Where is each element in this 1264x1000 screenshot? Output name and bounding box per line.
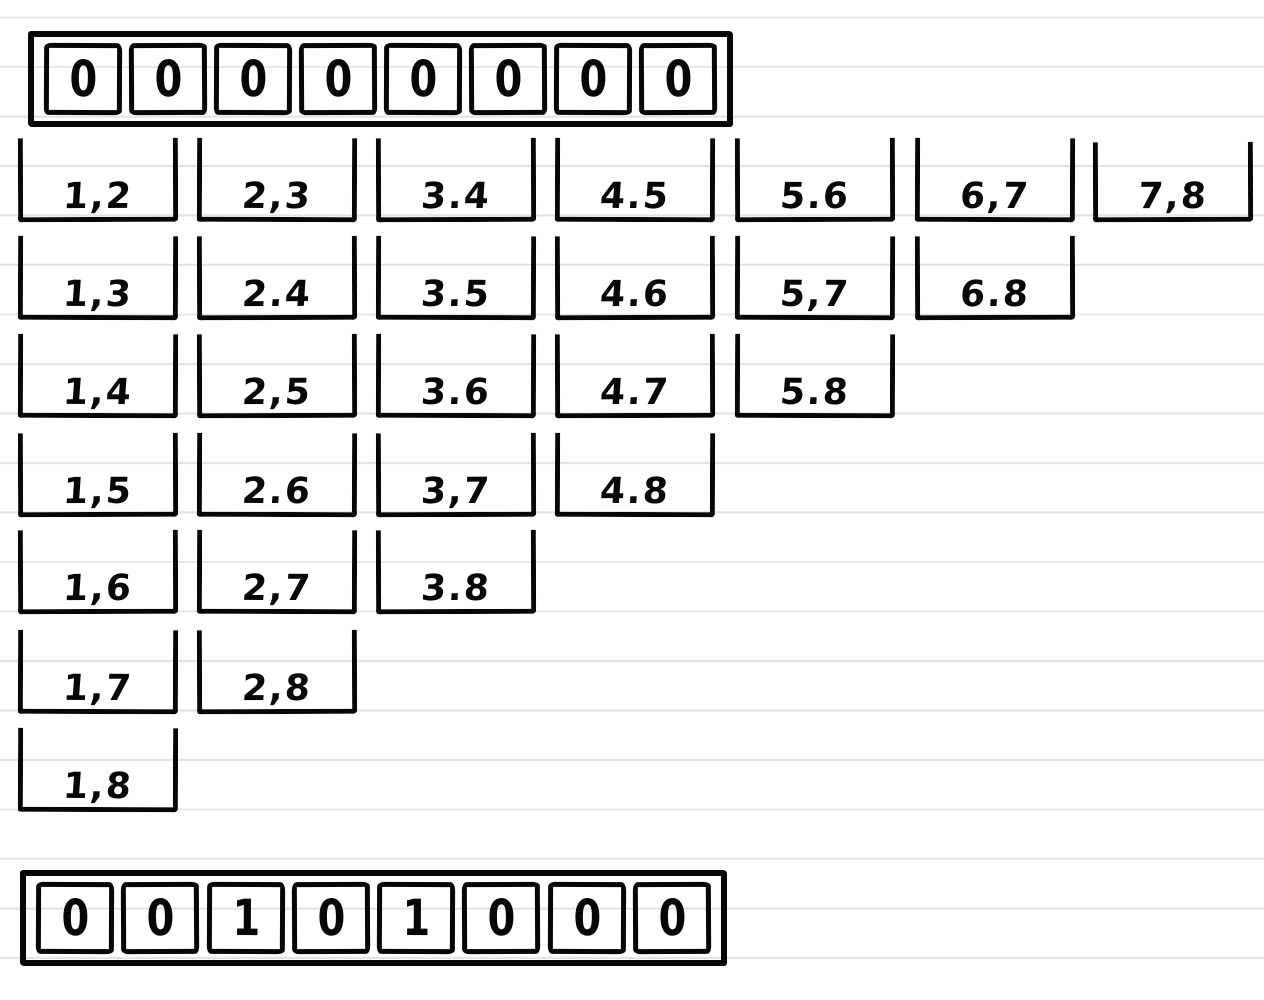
pair-label: 1,6 bbox=[61, 568, 135, 610]
bit-cell: 0 bbox=[638, 42, 718, 116]
bit-value: 0 bbox=[572, 888, 601, 948]
pair-bucket-4-7: 4.7 bbox=[554, 333, 716, 419]
bit-value: 0 bbox=[238, 49, 268, 109]
pair-bucket-4-6: 4.6 bbox=[554, 235, 716, 321]
bit-cell: 0 bbox=[128, 42, 208, 116]
pair-bucket-3-5: 3.5 bbox=[375, 235, 537, 321]
bit-value: 0 bbox=[578, 49, 608, 109]
pair-bucket-2-3: 2,3 bbox=[196, 137, 358, 223]
pair-bucket-5-6: 5.6 bbox=[734, 137, 896, 223]
pair-label: 7,8 bbox=[1136, 176, 1210, 218]
bit-value: 1 bbox=[402, 888, 431, 948]
pair-bucket-1-6: 1,6 bbox=[17, 529, 179, 615]
bit-value: 0 bbox=[663, 49, 693, 109]
pair-label: 2,3 bbox=[240, 176, 314, 218]
pair-label: 5,7 bbox=[778, 274, 852, 316]
bit-cell: 0 bbox=[383, 42, 463, 116]
pair-label: 3.4 bbox=[419, 176, 493, 218]
pair-bucket-3-8: 3.8 bbox=[375, 529, 537, 615]
pair-bucket-3-4: 3.4 bbox=[375, 137, 537, 223]
pair-bucket-5-8: 5.8 bbox=[734, 333, 896, 419]
pair-label: 5.6 bbox=[778, 176, 852, 218]
bit-value: 0 bbox=[408, 49, 438, 109]
bottom-bit-array: 0 0 1 0 1 0 0 0 bbox=[20, 870, 727, 966]
bit-cell: 1 bbox=[376, 881, 456, 955]
pair-bucket-2-7: 2,7 bbox=[196, 529, 358, 615]
bit-value: 0 bbox=[657, 888, 686, 948]
pair-bucket-4-5: 4.5 bbox=[554, 137, 716, 223]
bit-cell: 0 bbox=[553, 42, 633, 116]
pair-label: 2.6 bbox=[240, 471, 314, 513]
pair-bucket-2-6: 2.6 bbox=[196, 432, 358, 518]
pair-bucket-6-8: 6.8 bbox=[914, 235, 1076, 321]
pair-label: 3.6 bbox=[419, 372, 493, 414]
bit-value: 0 bbox=[323, 49, 353, 109]
pair-bucket-1-4: 1,4 bbox=[17, 333, 179, 419]
top-bit-array: 0 0 0 0 0 0 0 0 bbox=[28, 31, 733, 127]
bit-value: 0 bbox=[487, 888, 516, 948]
pair-label: 3.5 bbox=[419, 274, 493, 316]
pair-label: 2.4 bbox=[240, 274, 314, 316]
pair-label: 1,8 bbox=[61, 766, 135, 808]
pair-label: 2,5 bbox=[240, 372, 314, 414]
pair-bucket-7-8: 7,8 bbox=[1092, 141, 1254, 223]
pair-bucket-1-7: 1,7 bbox=[17, 629, 179, 715]
bit-cell: 0 bbox=[291, 881, 371, 955]
pair-label: 1,7 bbox=[61, 668, 135, 710]
pair-bucket-2-8: 2,8 bbox=[196, 629, 358, 715]
pair-label: 4.8 bbox=[598, 471, 672, 513]
bit-cell: 0 bbox=[43, 42, 123, 116]
bit-cell: 0 bbox=[462, 881, 541, 955]
pair-label: 5.8 bbox=[778, 372, 852, 414]
pair-label: 3.8 bbox=[419, 568, 493, 610]
bit-cell: 0 bbox=[632, 881, 712, 955]
bit-value: 0 bbox=[146, 888, 175, 948]
pair-label: 4.7 bbox=[598, 372, 672, 414]
pair-bucket-1-5: 1,5 bbox=[17, 432, 179, 518]
pair-label: 1,2 bbox=[61, 176, 135, 218]
pair-bucket-3-7: 3,7 bbox=[375, 432, 537, 518]
pair-bucket-1-8: 1,8 bbox=[17, 727, 179, 813]
bit-value: 0 bbox=[316, 888, 345, 948]
pair-bucket-1-3: 1,3 bbox=[17, 235, 179, 321]
pair-label: 4.6 bbox=[598, 274, 672, 316]
pair-label: 1,4 bbox=[61, 372, 135, 414]
bit-value: 0 bbox=[61, 888, 90, 948]
bit-cell: 0 bbox=[298, 42, 378, 116]
pair-bucket-2-4: 2.4 bbox=[196, 235, 358, 321]
pair-bucket-5-7: 5,7 bbox=[734, 235, 896, 321]
bit-cell: 0 bbox=[121, 881, 200, 955]
bit-cell: 0 bbox=[213, 42, 293, 116]
bit-cell: 0 bbox=[35, 881, 115, 955]
pair-label: 2,8 bbox=[240, 668, 314, 710]
bit-cell: 0 bbox=[547, 881, 626, 955]
pair-label: 1,3 bbox=[61, 274, 135, 316]
bit-value: 0 bbox=[153, 49, 183, 109]
bit-value: 0 bbox=[493, 49, 523, 109]
pair-label: 3,7 bbox=[419, 471, 493, 513]
pair-label: 6.8 bbox=[958, 274, 1032, 316]
pair-label: 4.5 bbox=[598, 176, 672, 218]
pair-bucket-4-8: 4.8 bbox=[554, 432, 716, 518]
bit-value: 1 bbox=[231, 888, 260, 948]
bit-cell: 0 bbox=[468, 42, 548, 116]
pair-label: 1,5 bbox=[61, 471, 135, 513]
pair-bucket-2-5: 2,5 bbox=[196, 333, 358, 419]
pair-label: 2,7 bbox=[240, 568, 314, 610]
bit-value: 0 bbox=[68, 49, 98, 109]
bit-cell: 1 bbox=[206, 881, 285, 955]
pair-bucket-6-7: 6,7 bbox=[914, 137, 1076, 223]
pair-label: 6,7 bbox=[958, 176, 1032, 218]
pair-bucket-3-6: 3.6 bbox=[375, 333, 537, 419]
pair-bucket-1-2: 1,2 bbox=[17, 137, 179, 223]
